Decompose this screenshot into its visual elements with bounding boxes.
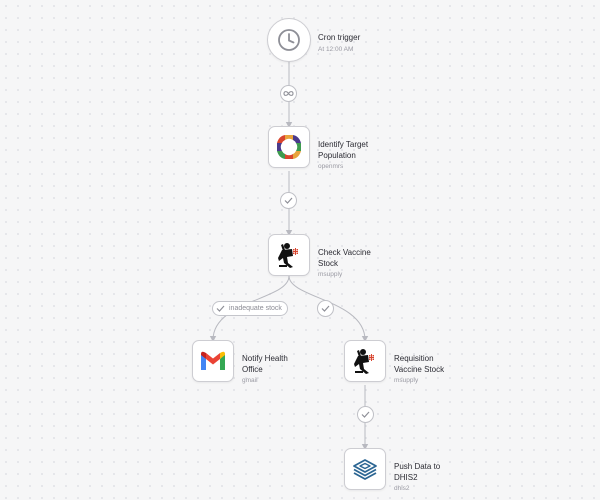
check-icon — [321, 305, 330, 312]
node-title: Cron trigger — [318, 33, 361, 42]
node-subtitle: gmail — [242, 377, 258, 384]
node-notify-health-office[interactable] — [192, 340, 234, 382]
node-title: Push Data to DHIS2 — [394, 462, 441, 482]
node-push-data-dhis2[interactable] — [344, 448, 386, 490]
node-subtitle: openmrs — [318, 163, 344, 170]
node-label-requisition: Requisition Vaccine Stock msupply — [394, 354, 456, 385]
node-requisition-vaccine-stock[interactable] — [344, 340, 386, 382]
condition-label: inadequate stock — [229, 305, 282, 312]
infinity-icon — [283, 91, 294, 96]
edge-badge-check[interactable] — [357, 406, 374, 423]
node-check-vaccine-stock[interactable] — [268, 234, 310, 276]
node-subtitle: msupply — [394, 377, 419, 384]
edge-badge-check[interactable] — [280, 192, 297, 209]
edge-badge-check[interactable] — [317, 300, 334, 317]
check-icon — [361, 411, 370, 418]
node-title: Check Vaccine Stock — [318, 248, 371, 268]
node-label-cron-trigger: Cron trigger At 12:00 AM — [318, 33, 418, 54]
msupply-logo-icon — [278, 243, 299, 268]
dhis2-logo-icon — [353, 459, 377, 480]
node-subtitle: dhis2 — [394, 485, 410, 492]
node-label-push: Push Data to DHIS2 dhis2 — [394, 462, 456, 493]
node-title: Notify Health Office — [242, 354, 288, 374]
node-label-check-stock: Check Vaccine Stock msupply — [318, 248, 378, 279]
clock-icon — [278, 29, 300, 51]
node-label-notify: Notify Health Office gmail — [242, 354, 304, 385]
node-cron-trigger[interactable] — [267, 18, 311, 62]
msupply-logo-icon — [354, 349, 375, 374]
node-subtitle: msupply — [318, 271, 343, 278]
node-identify-target-population[interactable] — [268, 126, 310, 168]
node-title: Identify Target Population — [318, 140, 369, 160]
edge-condition-inadequate-stock[interactable]: inadequate stock — [212, 301, 288, 316]
check-icon — [215, 303, 226, 314]
node-label-identify: Identify Target Population openmrs — [318, 140, 388, 171]
gmail-logo-icon — [201, 351, 225, 370]
check-icon — [284, 197, 293, 204]
edge-badge-infinity[interactable] — [280, 85, 297, 102]
openmrs-logo-icon — [277, 135, 301, 159]
node-subtitle: At 12:00 AM — [318, 45, 354, 53]
node-title: Requisition Vaccine Stock — [394, 354, 445, 374]
